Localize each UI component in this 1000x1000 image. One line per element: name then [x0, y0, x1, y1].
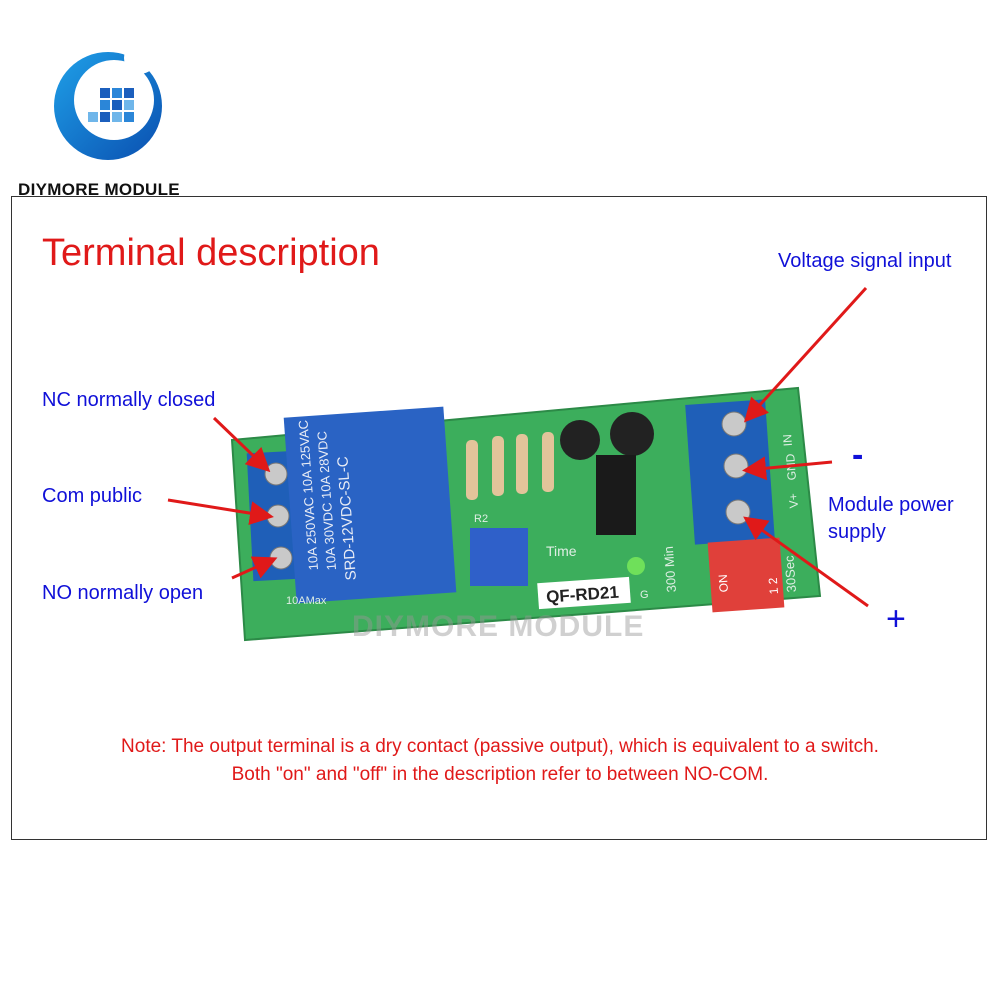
silk-sec: 30Sec — [781, 555, 799, 593]
content-frame — [11, 196, 987, 840]
silk-on: ON — [716, 574, 731, 593]
label-power-supply-1: Module power — [828, 494, 954, 516]
label-com: Com public — [42, 485, 143, 507]
plus-symbol: + — [886, 600, 906, 638]
minus-symbol: - — [852, 436, 864, 474]
note-line-2: Both "on" and "off" in the description r… — [231, 764, 769, 785]
arrow-minus — [742, 456, 833, 481]
terminal-label-v: V+ — [786, 493, 801, 509]
arrow-com — [167, 498, 274, 526]
brand-name: DIYMORE MODULE — [18, 180, 180, 199]
label-no: NO normally open — [42, 582, 204, 604]
diymore-logo-icon — [54, 42, 162, 160]
page-title: Terminal description — [42, 232, 380, 274]
watermark: DIYMORE MODULE — [352, 610, 645, 643]
terminal-label-in: IN — [780, 434, 795, 447]
silk-time: Time — [546, 543, 577, 559]
arrow-no — [231, 556, 278, 580]
silk-r2: R2 — [474, 513, 488, 525]
silk-g: G — [640, 589, 649, 601]
note-line-1: Note: The output terminal is a dry conta… — [121, 736, 879, 757]
arrow-voltage-input — [743, 286, 868, 423]
label-nc: NC normally closed — [42, 389, 216, 411]
arrow-plus — [743, 516, 869, 608]
label-voltage-input: Voltage signal input — [778, 250, 952, 272]
arrow-nc — [212, 416, 271, 473]
silk-min: 300 Min — [661, 546, 679, 593]
silk-dip: 1 2 — [766, 577, 781, 595]
silk-max: 10AMax — [286, 595, 327, 607]
label-power-supply-2: supply — [828, 521, 886, 543]
